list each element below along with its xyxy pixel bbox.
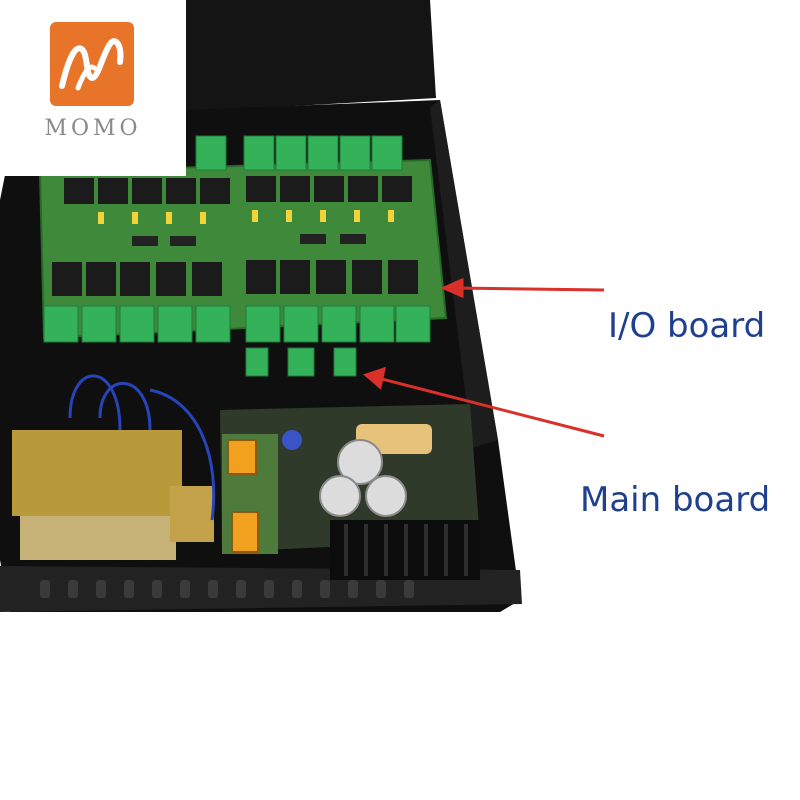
io-board-relays-row-1 xyxy=(64,176,412,204)
vent-slots xyxy=(40,580,414,598)
io-board-bottom-terminals xyxy=(43,305,431,377)
enclosure-inner-right xyxy=(430,100,498,448)
capacitors xyxy=(319,439,407,517)
io-board-top-terminals xyxy=(195,135,403,171)
transformer-frame xyxy=(20,516,176,560)
arrows xyxy=(363,277,605,438)
brand-logo: MOMO xyxy=(0,0,186,176)
main-board-arrow xyxy=(377,376,605,438)
transformer-core xyxy=(12,430,182,516)
enclosure-lid xyxy=(186,0,436,112)
heatsink-fins xyxy=(344,524,468,576)
fuse-holders xyxy=(227,439,259,553)
logo-mark xyxy=(50,22,134,106)
io-board-leds xyxy=(98,210,394,224)
potentiometer xyxy=(282,430,302,450)
logo-text: MOMO xyxy=(44,116,142,141)
io-board-relays-row-2 xyxy=(52,260,418,296)
io-board-chips xyxy=(132,234,366,246)
io-board-arrow xyxy=(455,286,605,292)
main-board-label: Main board xyxy=(580,480,771,520)
transformer-wires xyxy=(68,374,216,521)
transformer-bracket xyxy=(170,486,214,542)
logo-m-icon xyxy=(59,38,124,91)
io-board-label: I/O board xyxy=(608,306,766,346)
